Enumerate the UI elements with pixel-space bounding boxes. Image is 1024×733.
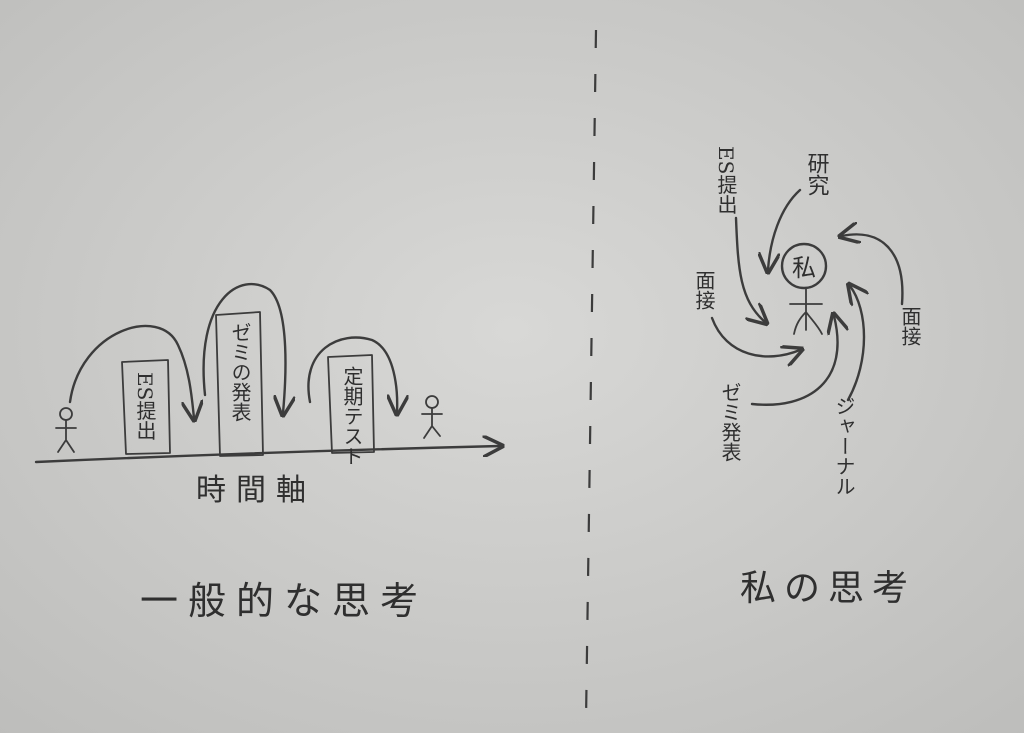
pillar-box-es — [121, 359, 171, 455]
arrow-from-seminar — [750, 316, 838, 406]
arrow-from-es — [734, 216, 765, 322]
left-panel: ES提出 ゼミの発表 定期テスト 時間軸 一般的な思考 — [34, 282, 500, 623]
influence-label-interview-left: 面接 — [692, 270, 716, 310]
influence-label-interview-right: 面接 — [898, 306, 922, 346]
arrow-from-journal — [848, 286, 864, 402]
jump-arc-3 — [307, 336, 397, 412]
influence-label-es: ES提出 — [714, 146, 738, 214]
pillar-label-seminar-presentation: ゼミの発表 — [228, 322, 252, 422]
arrow-from-interview-right — [842, 234, 904, 306]
influence-label-journal: ジャーナル — [832, 396, 856, 496]
stick-figure-start — [55, 407, 77, 453]
self-circle — [780, 242, 828, 290]
pillar-label-regular-exam: 定期テスト — [340, 366, 364, 466]
time-axis-label: 時間軸 — [196, 473, 316, 508]
self-label: 私 — [792, 254, 816, 282]
divider-line — [584, 29, 598, 721]
stick-figure-end — [421, 395, 443, 439]
pillar-box-exam — [327, 354, 375, 454]
jump-arc-2 — [202, 282, 286, 413]
time-axis-arrow — [34, 446, 500, 464]
pillar-box-seminar — [215, 311, 264, 457]
self-figure — [789, 287, 823, 335]
left-caption: 一般的な思考 — [140, 579, 428, 623]
influence-label-seminar: ゼミ発表 — [718, 382, 742, 462]
right-panel: 私 ES提出 研究 面接 面接 ゼミ発表 ジャーナル 私の思考 — [692, 146, 922, 609]
pillar-label-es-submission: ES提出 — [133, 372, 157, 440]
right-caption: 私の思考 — [740, 568, 916, 609]
influence-label-research: 研究 — [804, 152, 830, 196]
arrow-from-research — [768, 188, 802, 270]
jump-arc-1 — [68, 324, 194, 418]
arrow-from-interview-left — [710, 316, 800, 356]
